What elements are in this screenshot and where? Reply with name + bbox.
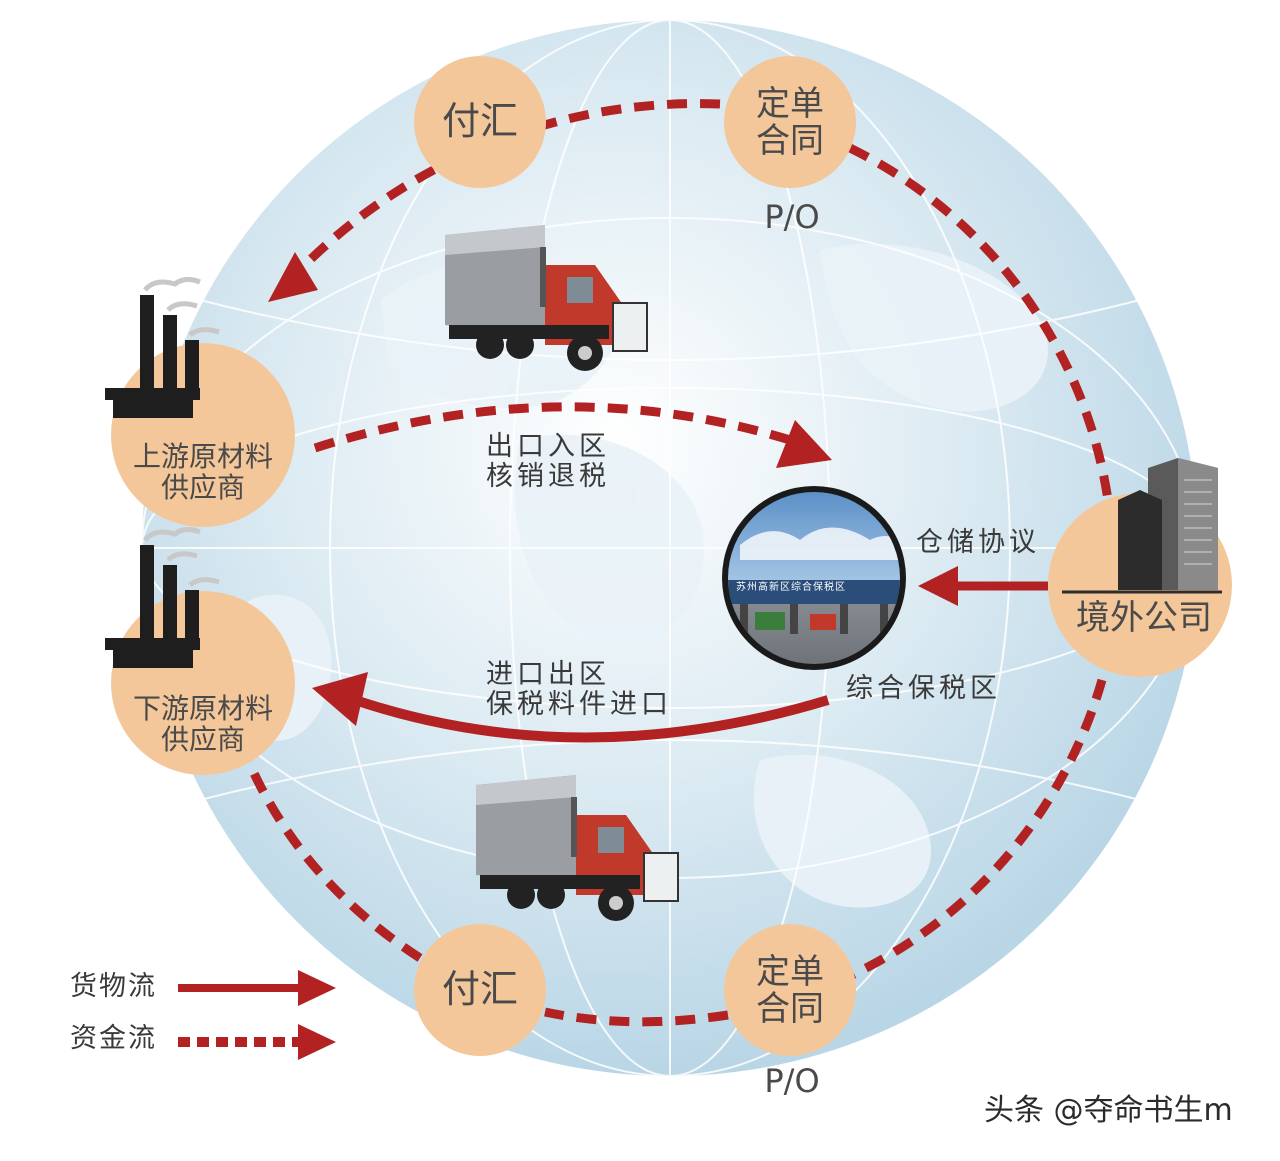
factory-upstream-icon [105,276,220,418]
legend-goods-arrow [178,970,336,1006]
truck-bottom-icon [476,775,679,921]
node-pay-bottom [414,924,546,1056]
storage-flow-arrow [918,566,1048,606]
legend-goods-label: 货物流 [70,971,157,1002]
label-upstream: 上游原材料 供应商 [132,440,273,504]
watermark: 头条 @夺命书生m [984,1093,1233,1128]
label-overseas: 境外公司 [1076,598,1212,639]
node-order-bottom [724,924,856,1056]
label-po-top: P/O [764,198,820,237]
label-order-bottom: 定单 合同 [756,951,824,1029]
label-po-bottom: P/O [764,1062,820,1101]
legend-funds-label: 资金流 [70,1023,157,1054]
label-pay-bottom: 付汇 [441,967,518,1012]
truck-top-icon [445,225,648,371]
label-export-flow: 出口入区 核销退税 [486,431,610,493]
export-flow-arrow [313,402,832,468]
label-downstream: 下游原材料 供应商 [132,692,273,756]
label-storage: 仓储协议 [916,527,1040,558]
bonded-zone-sign: 苏州高新区综合保税区 [736,582,846,593]
label-bonded-zone: 综合保税区 [846,673,1001,704]
label-import-flow: 进口出区 保税料件进口 [486,659,672,721]
factory-downstream-icon [105,526,220,668]
node-downstream [111,591,295,775]
node-order-top [724,56,856,188]
import-flow-arrow [312,672,830,743]
office-building-icon [1062,458,1222,594]
legend-funds-arrow [178,1024,336,1060]
label-pay-top: 付汇 [441,99,518,144]
label-order-top: 定单 合同 [756,83,824,161]
node-pay-top [414,56,546,188]
bonded-zone-photo [722,486,906,670]
